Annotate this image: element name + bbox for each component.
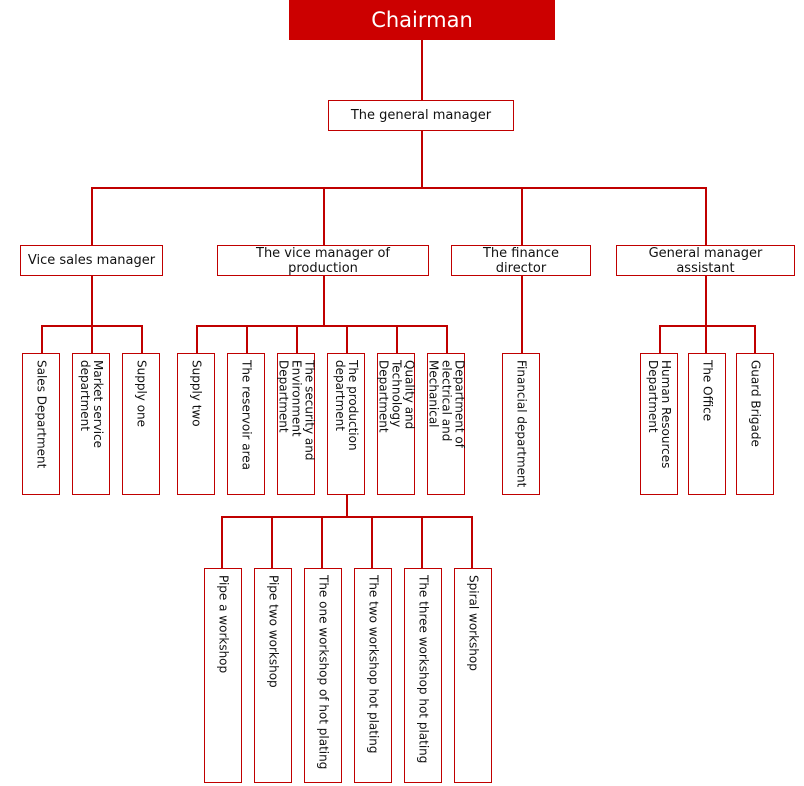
node-general-manager-label: The general manager xyxy=(350,108,492,123)
connector-production-bus xyxy=(196,325,447,327)
connector-drop-electrical-mechanical xyxy=(446,325,448,353)
node-pipe-two-workshop[interactable]: Pipe two workshop xyxy=(254,568,292,783)
connector-sales-down xyxy=(91,276,93,326)
node-electrical-mechanical-department-label: Department of electrical and Mechanical xyxy=(426,360,467,448)
node-financial-department-label: Financial department xyxy=(514,360,529,488)
node-one-workshop-hot-plating-label: The one workshop of hot plating xyxy=(316,575,331,770)
node-supply-two[interactable]: Supply two xyxy=(177,353,215,495)
connector-drop-one-workshop-hot-plating xyxy=(321,516,323,568)
node-general-manager-assistant-label: General manager assistant xyxy=(648,245,763,276)
connector-drop-three-workshop-hot-plating xyxy=(421,516,423,568)
node-market-service-department[interactable]: Market service department xyxy=(72,353,110,495)
node-security-environment-department[interactable]: The security and Environment Department xyxy=(276,353,317,495)
connector-drop-pipe-a-workshop xyxy=(221,516,223,568)
node-chairman[interactable]: Chairman xyxy=(289,0,555,40)
node-three-workshop-hot-plating[interactable]: The three workshop hot plating xyxy=(404,568,442,783)
connector-drop-supply-two xyxy=(196,325,198,353)
node-pipe-a-workshop-label: Pipe a workshop xyxy=(216,575,231,674)
connector-chairman-to-gm xyxy=(421,40,423,100)
node-vice-manager-production[interactable]: The vice manager of production xyxy=(217,245,429,276)
connector-drop-gm-assistant xyxy=(705,187,707,245)
connector-drop-the-office xyxy=(705,325,707,353)
node-reservoir-area[interactable]: The reservoir area xyxy=(227,353,265,495)
connector-drop-finance-director xyxy=(521,187,523,245)
connector-finance-down xyxy=(521,276,523,353)
node-financial-department[interactable]: Financial department xyxy=(502,353,540,495)
node-the-office-label: The Office xyxy=(700,360,715,422)
node-finance-director[interactable]: The finance director xyxy=(451,245,591,276)
node-chairman-label: Chairman xyxy=(371,8,473,32)
connector-drop-supply-one xyxy=(141,325,143,353)
node-vice-sales-manager-label: Vice sales manager xyxy=(27,253,156,268)
node-reservoir-area-label: The reservoir area xyxy=(239,360,254,471)
connector-drop-vice-sales-manager xyxy=(91,187,93,245)
connector-drop-human-resources xyxy=(659,325,661,353)
node-the-office[interactable]: The Office xyxy=(688,353,726,495)
node-two-workshop-hot-plating-label: The two workshop hot plating xyxy=(366,575,381,754)
connector-drop-vice-manager-production xyxy=(323,187,325,245)
connector-assistant-down xyxy=(705,276,707,326)
connector-drop-production-department xyxy=(346,325,348,353)
node-sales-department[interactable]: Sales Department xyxy=(22,353,60,495)
node-three-workshop-hot-plating-label: The three workshop hot plating xyxy=(416,575,431,764)
connector-drop-security-environment xyxy=(296,325,298,353)
connector-drop-market-service-department xyxy=(91,325,93,353)
node-spiral-workshop[interactable]: Spiral workshop xyxy=(454,568,492,783)
connector-drop-sales-department xyxy=(41,325,43,353)
node-quality-technology-department[interactable]: Quality and Technology Department xyxy=(376,353,417,495)
node-vice-manager-production-label: The vice manager of production xyxy=(256,245,390,276)
node-general-manager[interactable]: The general manager xyxy=(328,100,514,131)
node-pipe-a-workshop[interactable]: Pipe a workshop xyxy=(204,568,242,783)
node-electrical-mechanical-department[interactable]: Department of electrical and Mechanical xyxy=(426,353,467,495)
connector-drop-guard-brigade xyxy=(754,325,756,353)
connector-workshops-bus xyxy=(221,516,473,518)
node-production-department[interactable]: The production department xyxy=(327,353,365,495)
node-spiral-workshop-label: Spiral workshop xyxy=(466,575,481,671)
node-vice-sales-manager[interactable]: Vice sales manager xyxy=(20,245,163,276)
connector-workshops-down xyxy=(346,495,348,517)
node-one-workshop-hot-plating[interactable]: The one workshop of hot plating xyxy=(304,568,342,783)
node-quality-technology-department-label: Quality and Technology Department xyxy=(376,360,417,433)
node-production-department-label: The production department xyxy=(333,360,360,451)
node-sales-department-label: Sales Department xyxy=(34,360,49,469)
connector-drop-quality-technology xyxy=(396,325,398,353)
node-guard-brigade[interactable]: Guard Brigade xyxy=(736,353,774,495)
node-supply-one-label: Supply one xyxy=(134,360,149,428)
node-security-environment-department-label: The security and Environment Department xyxy=(276,360,317,461)
connector-level2-bus xyxy=(91,187,706,189)
connector-drop-two-workshop-hot-plating xyxy=(371,516,373,568)
connector-drop-spiral-workshop xyxy=(471,516,473,568)
node-human-resources-department[interactable]: Human Resources Department xyxy=(640,353,678,495)
node-pipe-two-workshop-label: Pipe two workshop xyxy=(266,575,281,688)
node-two-workshop-hot-plating[interactable]: The two workshop hot plating xyxy=(354,568,392,783)
node-market-service-department-label: Market service department xyxy=(78,360,105,449)
connector-drop-reservoir-area xyxy=(246,325,248,353)
connector-gm-down xyxy=(421,131,423,188)
node-supply-one[interactable]: Supply one xyxy=(122,353,160,495)
node-supply-two-label: Supply two xyxy=(189,360,204,427)
connector-production-down xyxy=(323,276,325,326)
node-guard-brigade-label: Guard Brigade xyxy=(748,360,763,447)
node-finance-director-label: The finance director xyxy=(482,245,560,276)
node-general-manager-assistant[interactable]: General manager assistant xyxy=(616,245,795,276)
connector-assistant-bus xyxy=(659,325,755,327)
node-human-resources-department-label: Human Resources Department xyxy=(646,360,673,469)
connector-drop-pipe-two-workshop xyxy=(271,516,273,568)
